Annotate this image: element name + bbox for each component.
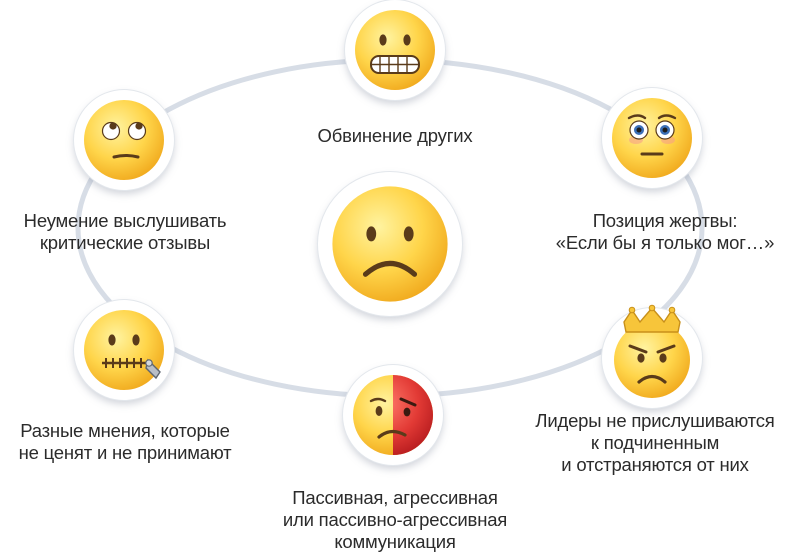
- label-line: критические отзывы: [39, 232, 211, 253]
- node-blame-badge: [345, 0, 445, 100]
- node-blame-label: Обвинение других: [280, 125, 510, 147]
- label-line: не ценят и не принимают: [18, 442, 232, 463]
- node-leaders-badge: [602, 304, 702, 408]
- label-line: Обвинение других: [317, 125, 473, 146]
- label-line: или пассивно-агрессивная: [282, 509, 508, 530]
- node-leaders-label: Лидеры не прислушиваются к подчиненным и…: [520, 410, 790, 476]
- label-line: Позиция жертвы:: [592, 210, 738, 231]
- zipper-mouth-face-icon: [84, 310, 164, 390]
- half-angry-face-icon: [353, 375, 433, 455]
- node-communication-badge: [343, 365, 443, 465]
- node-victim-label: Позиция жертвы: «Если бы я только мог…»: [535, 210, 795, 254]
- node-opinions-label: Разные мнения, которые не ценят и не при…: [0, 420, 250, 464]
- label-line: коммуникация: [334, 531, 456, 552]
- wide-eyed-face-icon: [612, 98, 692, 178]
- center-badge: [318, 172, 462, 316]
- eye-roll-face-icon: [84, 100, 164, 180]
- label-line: Неумение выслушивать: [23, 210, 227, 231]
- node-listening-badge: [74, 90, 174, 190]
- label-line: к подчиненным: [590, 432, 720, 453]
- node-listening-label: Неумение выслушивать критические отзывы: [0, 210, 250, 254]
- node-opinions-badge: [74, 300, 174, 400]
- label-line: Лидеры не прислушиваются: [535, 410, 775, 431]
- crowned-angry-face-icon: [614, 304, 690, 398]
- node-communication-label: Пассивная, агрессивная или пассивно-агре…: [255, 487, 535, 553]
- label-line: Пассивная, агрессивная: [292, 487, 498, 508]
- sad-face-icon: [332, 186, 448, 302]
- label-line: и отстраняются от них: [561, 454, 749, 475]
- label-line: «Если бы я только мог…»: [555, 232, 775, 253]
- label-line: Разные мнения, которые: [20, 420, 230, 441]
- grimacing-face-icon: [355, 10, 435, 90]
- node-victim-badge: [602, 88, 702, 188]
